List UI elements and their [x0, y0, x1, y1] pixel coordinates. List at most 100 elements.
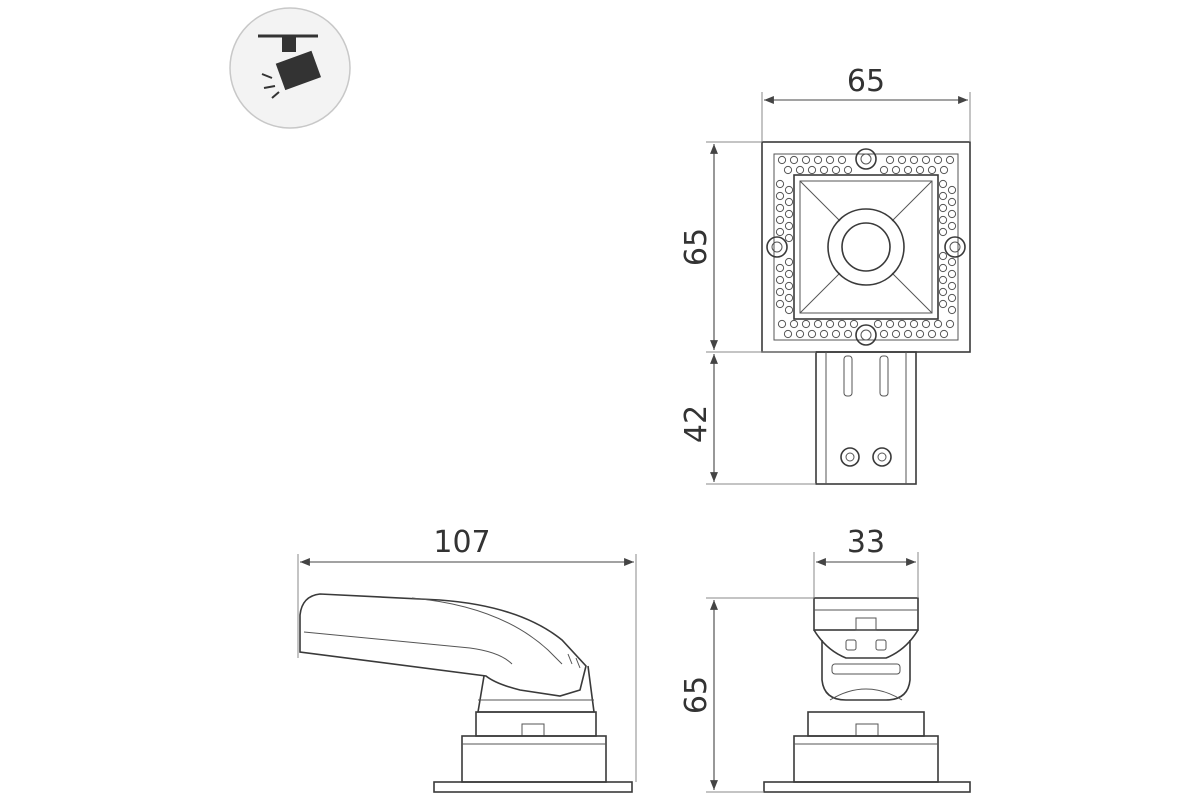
perforation-dot — [784, 209, 794, 219]
perforation-dot — [775, 215, 785, 225]
dimension-top-width: 65 — [761, 64, 971, 142]
perforation-dot — [947, 197, 957, 207]
perforation-dot — [807, 165, 817, 175]
dimension-side-length: 107 — [297, 525, 637, 782]
perforation-dot — [947, 221, 957, 231]
perforation-dot — [813, 155, 823, 165]
perforation-dot — [819, 165, 829, 175]
perforation-dot — [777, 319, 787, 329]
perforation-dot — [795, 329, 805, 339]
perforation-dot — [825, 319, 835, 329]
perforation-dot — [938, 263, 948, 273]
perforation-dot — [784, 293, 794, 303]
perforation-dot — [775, 275, 785, 285]
perforation-dot — [813, 319, 823, 329]
perforation-dot — [915, 329, 925, 339]
perforation-dot — [947, 269, 957, 279]
perforation-dot — [927, 329, 937, 339]
perforation-dot — [825, 155, 835, 165]
perforation-dot — [947, 257, 957, 267]
perforation-dot — [784, 257, 794, 267]
perforation-dot — [784, 221, 794, 231]
perforation-dot — [784, 185, 794, 195]
perforation-dot — [819, 329, 829, 339]
bracket-view — [815, 351, 917, 485]
mount-hole — [855, 148, 877, 170]
perforation-dot — [775, 287, 785, 297]
dimension-label: 107 — [433, 525, 490, 560]
perforation-dot — [783, 165, 793, 175]
perforation-dot — [775, 203, 785, 213]
perforation-dot — [938, 275, 948, 285]
perforation-dot — [775, 299, 785, 309]
dimension-label: 42 — [679, 405, 714, 443]
perforation-dot — [789, 319, 799, 329]
dimension-front-height: 65 — [679, 597, 814, 793]
dimension-bracket-height: 42 — [679, 354, 816, 485]
perforation-dot — [831, 329, 841, 339]
perforation-dot — [837, 155, 847, 165]
perforation-dot — [947, 209, 957, 219]
perforation-dot — [879, 329, 889, 339]
dimension-label: 65 — [847, 64, 885, 99]
perforation-dot — [938, 227, 948, 237]
perforation-dot — [909, 155, 919, 165]
perforation-dot — [801, 155, 811, 165]
perforation-dot — [938, 203, 948, 213]
mount-hole — [855, 324, 877, 346]
perforation-dot — [903, 165, 913, 175]
perforation-dot — [837, 319, 847, 329]
perforation-dot — [807, 329, 817, 339]
perforation-dot — [938, 287, 948, 297]
perforation-dot — [938, 179, 948, 189]
perforation-dot — [784, 269, 794, 279]
perforation-dot — [784, 197, 794, 207]
perforation-dot — [897, 155, 907, 165]
perforation-dot — [801, 319, 811, 329]
mount-hole — [766, 236, 788, 258]
dimension-label: 65 — [679, 228, 714, 266]
perforation-dot — [921, 319, 931, 329]
top-view — [761, 141, 971, 353]
dimension-top-height: 65 — [679, 141, 816, 353]
perforation-dot — [879, 165, 889, 175]
perforation-dot — [891, 329, 901, 339]
perforation-dot — [891, 165, 901, 175]
perforation-dot — [939, 165, 949, 175]
perforation-dot — [795, 165, 805, 175]
perforation-dot — [945, 319, 955, 329]
perforation-dot — [933, 319, 943, 329]
perforation-dot — [938, 191, 948, 201]
perforation-dot — [849, 319, 859, 329]
perforation-dot — [903, 329, 913, 339]
perforation-dot — [783, 329, 793, 339]
perforation-dot — [775, 179, 785, 189]
dimension-front-width: 33 — [813, 525, 919, 598]
perforation-dot — [945, 155, 955, 165]
perforation-dot — [843, 329, 853, 339]
perforation-dot — [915, 165, 925, 175]
perforation-pattern — [775, 155, 957, 339]
mount-hole — [944, 236, 966, 258]
perforation-dot — [789, 155, 799, 165]
perforation-dot — [843, 165, 853, 175]
perforation-dot — [784, 305, 794, 315]
perforation-dot — [947, 281, 957, 291]
perforation-dot — [938, 251, 948, 261]
perforation-dot — [885, 319, 895, 329]
perforation-dot — [909, 319, 919, 329]
perforation-dot — [784, 281, 794, 291]
perforation-dot — [933, 155, 943, 165]
perforation-dot — [938, 299, 948, 309]
front-view — [763, 597, 971, 793]
perforation-dot — [939, 329, 949, 339]
perforation-dot — [927, 165, 937, 175]
spotlight-icon — [229, 7, 351, 129]
side-view — [299, 593, 633, 793]
perforation-dot — [775, 263, 785, 273]
dimension-label: 65 — [679, 676, 714, 714]
perforation-dot — [947, 305, 957, 315]
perforation-dot — [947, 293, 957, 303]
dimension-label: 33 — [847, 525, 885, 560]
